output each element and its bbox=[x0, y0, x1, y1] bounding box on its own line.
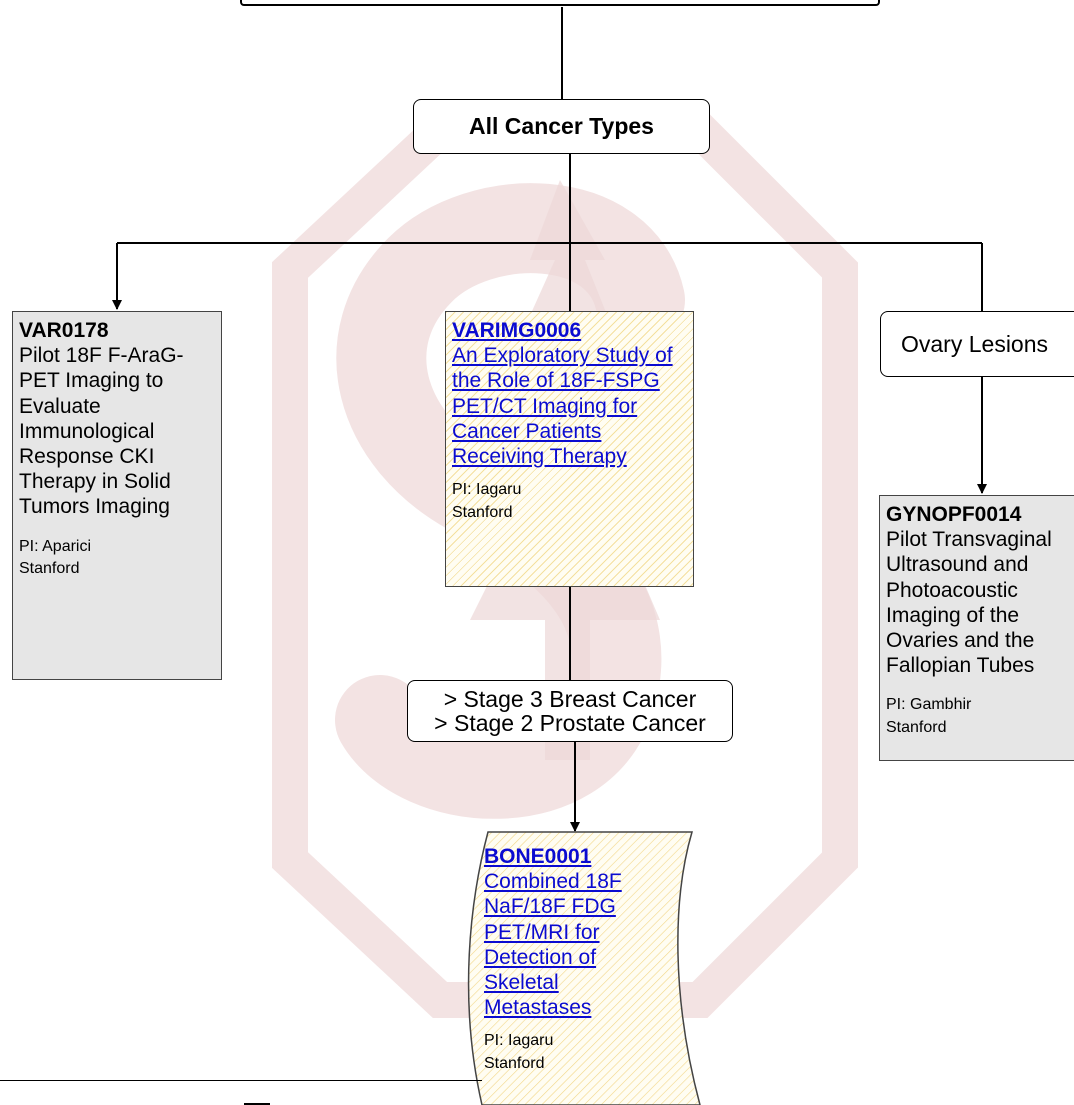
study-pi: PI: Aparici bbox=[19, 537, 92, 555]
filter-stage-line-2: > Stage 2 Prostate Cancer bbox=[434, 710, 706, 736]
study-card-gynopf0014[interactable]: GYNOPF0014 Pilot Transvaginal Ultrasound… bbox=[879, 495, 1074, 761]
study-title: Pilot Transvaginal Ultrasound and Photoa… bbox=[886, 528, 1052, 678]
study-id: VAR0178 bbox=[19, 319, 109, 342]
study-title: Pilot 18F F-AraG-PET Imaging to Evaluate… bbox=[19, 344, 184, 519]
study-site: Stanford bbox=[484, 1054, 545, 1072]
parent-box-top bbox=[240, 0, 880, 6]
study-id-link[interactable]: BONE0001 bbox=[484, 845, 592, 868]
study-card-varimg0006: VARIMG0006 An Exploratory Study of the R… bbox=[445, 311, 694, 587]
bottom-divider-line bbox=[0, 1080, 482, 1081]
study-id-link[interactable]: VARIMG0006 bbox=[452, 319, 582, 342]
study-card-var0178[interactable]: VAR0178 Pilot 18F F-AraG-PET Imaging to … bbox=[12, 311, 222, 680]
study-pi: PI: Gambhir bbox=[886, 696, 972, 714]
study-pi: PI: Iagaru bbox=[484, 1032, 554, 1050]
study-title-link[interactable]: Combined 18F NaF/18F FDG PET/MRI for Det… bbox=[484, 870, 622, 1020]
bottom-small-mark bbox=[244, 1103, 270, 1105]
study-pi: PI: Iagaru bbox=[452, 481, 522, 499]
filter-node-ovary-lesions[interactable]: Ovary Lesions bbox=[880, 311, 1074, 377]
study-site: Stanford bbox=[19, 559, 80, 577]
study-id: GYNOPF0014 bbox=[886, 503, 1022, 526]
study-site: Stanford bbox=[452, 503, 513, 521]
study-title-link[interactable]: An Exploratory Study of the Role of 18F-… bbox=[452, 344, 673, 468]
study-card-bone0001: BONE0001 Combined 18F NaF/18F FDG PET/MR… bbox=[478, 838, 663, 1098]
root-node-label: All Cancer Types bbox=[469, 113, 654, 140]
filter-node-label: Ovary Lesions bbox=[901, 330, 1049, 357]
study-site: Stanford bbox=[886, 718, 947, 736]
filter-node-stage[interactable]: > Stage 3 Breast Cancer > Stage 2 Prosta… bbox=[407, 680, 733, 742]
root-node-all-cancer-types[interactable]: All Cancer Types bbox=[413, 99, 710, 154]
filter-stage-line-1: > Stage 3 Breast Cancer bbox=[443, 685, 697, 712]
